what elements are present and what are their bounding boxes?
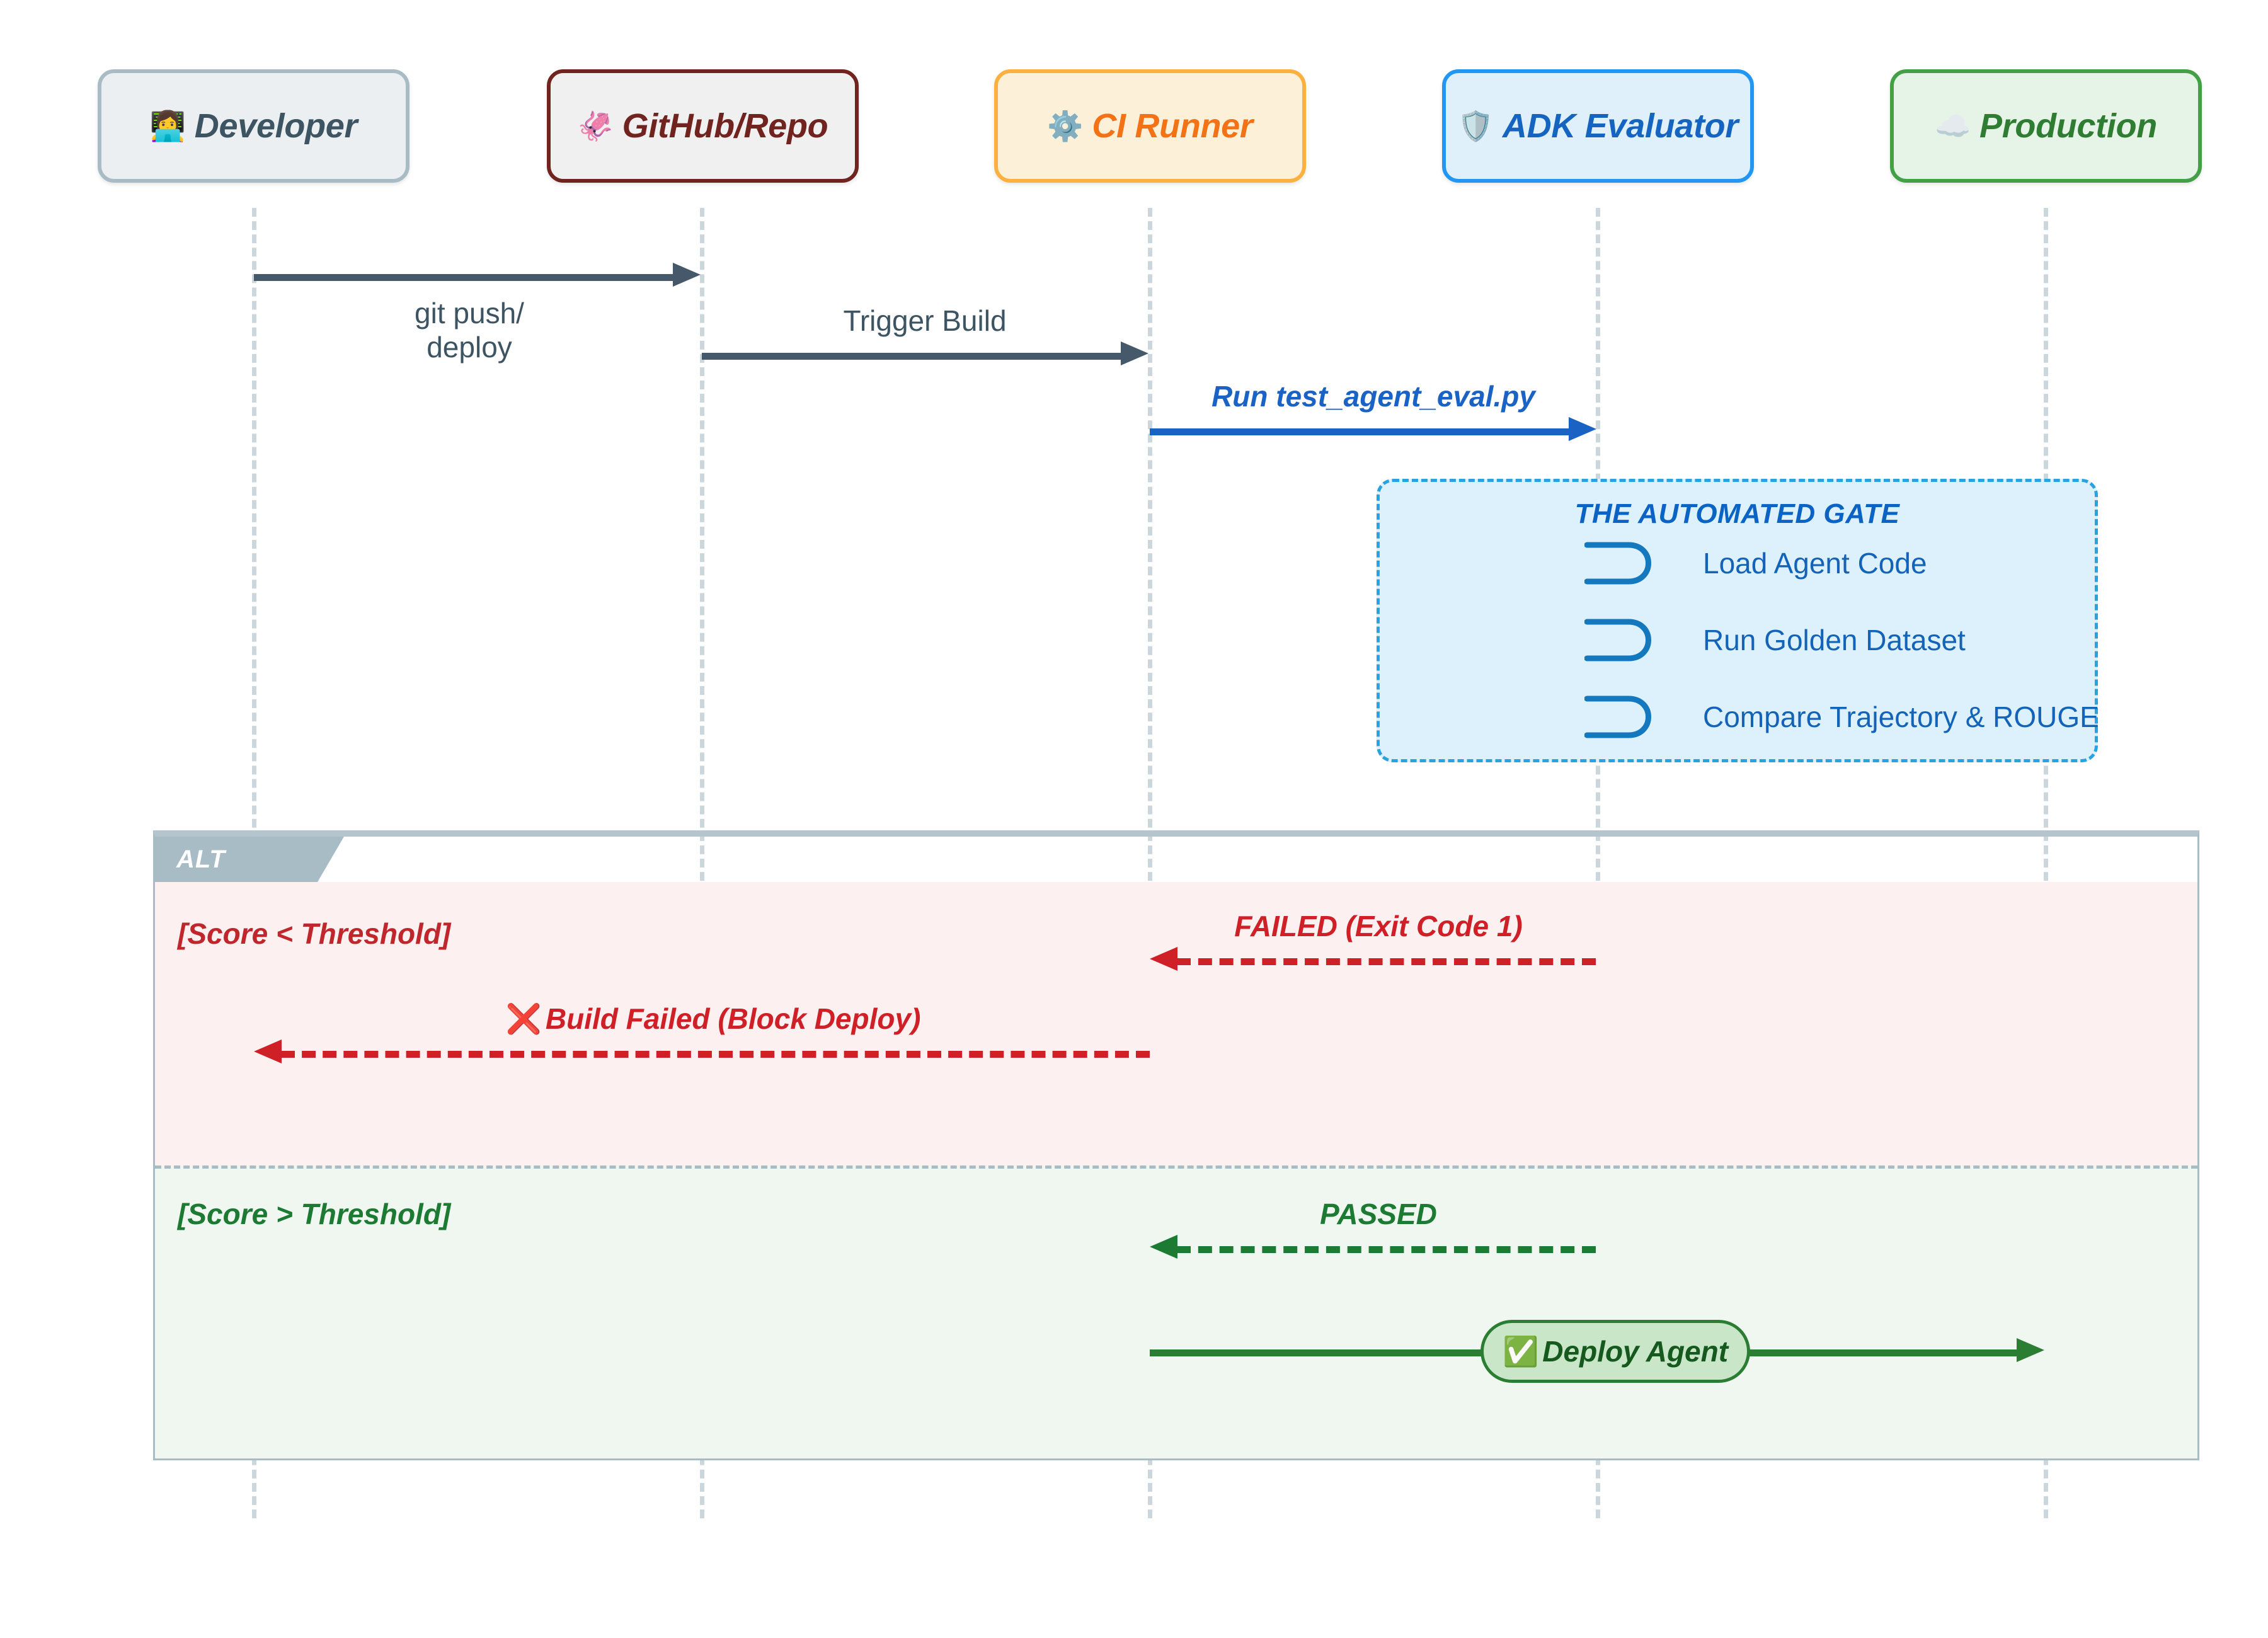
self-call-label-compare-trajectory: Compare Trajectory & ROUGE [1703, 701, 2099, 733]
arrowhead-deploy-agent [2017, 1338, 2044, 1362]
lifeline-prod [2044, 208, 2048, 1518]
message-arrow-git-push [254, 274, 673, 281]
participant-adk-evaluator[interactable]: 🛡️ ADK Evaluator [1442, 69, 1754, 183]
participant-label-production: Production [1979, 107, 2157, 145]
message-label-failed: FAILED (Exit Code 1) [1234, 910, 1523, 942]
arrowhead-failed [1150, 947, 1177, 971]
self-loop-arrow-icon [1584, 616, 1666, 665]
message-label-build-failed-text: Build Failed (Block Deploy) [545, 1002, 921, 1035]
deploy-agent-label: Deploy Agent [1542, 1335, 1729, 1368]
message-label-passed: PASSED [1320, 1198, 1437, 1230]
note-title: THE AUTOMATED GATE [1574, 498, 1900, 529]
participant-ci-runner[interactable]: ⚙️ CI Runner [994, 69, 1306, 183]
arrowhead-trigger-build [1121, 341, 1148, 365]
arrowhead-passed [1150, 1235, 1177, 1259]
message-label-trigger-build: Trigger Build [843, 304, 1006, 338]
message-arrow-failed [1177, 958, 1596, 965]
arrowhead-build-failed [254, 1040, 282, 1063]
message-arrow-trigger-build [702, 353, 1121, 360]
self-call-label-load-agent-code: Load Agent Code [1703, 547, 1927, 580]
message-label-git-push-line2: deploy [427, 331, 512, 364]
alt-region-score-above-threshold [155, 1166, 2197, 1460]
cloud-icon: ☁️ [1935, 109, 1971, 142]
alt-fragment-tag: ALT [155, 837, 344, 882]
alt-condition-fail: [Score < Threshold] [178, 917, 451, 950]
arrowhead-run-eval [1569, 417, 1596, 441]
gear-icon: ⚙️ [1047, 109, 1084, 142]
developer-icon: 👩‍💻 [149, 109, 186, 142]
participant-github[interactable]: 🦑 GitHub/Repo [547, 69, 859, 183]
message-label-git-push-line1: git push/ [415, 297, 524, 329]
alt-region-score-below-threshold [155, 882, 2197, 1166]
participant-label-ci-runner: CI Runner [1092, 107, 1253, 145]
participant-label-adk-evaluator: ADK Evaluator [1502, 107, 1739, 145]
arrowhead-git-push [673, 263, 701, 287]
self-loop-arrow-icon [1584, 692, 1666, 742]
lifeline-adk [1596, 208, 1600, 1518]
message-label-run-eval: Run test_agent_eval.py [1211, 379, 1535, 413]
cross-mark-icon: ❌ [505, 1002, 542, 1035]
self-call-run-golden-dataset: Run Golden Dataset [1584, 616, 1966, 665]
message-arrow-passed [1177, 1246, 1596, 1253]
check-mark-icon: ✅ [1503, 1334, 1539, 1368]
message-arrow-run-eval [1150, 428, 1569, 435]
message-label-run-eval-line1: Run test_agent_eval.py [1211, 380, 1535, 413]
message-arrow-build-failed [281, 1051, 1150, 1058]
note-automated-gate: THE AUTOMATED GATE Load Agent Code Run G… [1377, 479, 2099, 762]
participant-label-github: GitHub/Repo [622, 107, 828, 145]
alt-tag-label: ALT [176, 845, 226, 873]
self-loop-arrow-icon [1584, 539, 1666, 588]
participant-production[interactable]: ☁️ Production [1890, 69, 2202, 183]
participant-developer[interactable]: 👩‍💻 Developer [98, 69, 410, 183]
participant-label-developer: Developer [194, 107, 358, 145]
alt-fragment-frame [153, 830, 2199, 1460]
message-label-build-failed: ❌Build Failed (Block Deploy) [506, 1002, 921, 1036]
deploy-agent-badge[interactable]: ✅Deploy Agent [1480, 1320, 1751, 1383]
self-call-compare-trajectory: Compare Trajectory & ROUGE [1584, 692, 2099, 742]
alt-condition-pass: [Score > Threshold] [178, 1198, 451, 1230]
lifeline-ci [1148, 208, 1152, 1518]
shield-icon: 🛡️ [1457, 109, 1494, 142]
self-call-load-agent-code: Load Agent Code [1584, 539, 1927, 588]
octopus-icon: 🦑 [577, 109, 614, 142]
lifeline-github [700, 208, 704, 1518]
self-call-label-run-golden-dataset: Run Golden Dataset [1703, 624, 1966, 656]
message-label-trigger-build-line1: Trigger Build [843, 304, 1007, 337]
message-label-git-push: git push/ deploy [415, 296, 524, 365]
